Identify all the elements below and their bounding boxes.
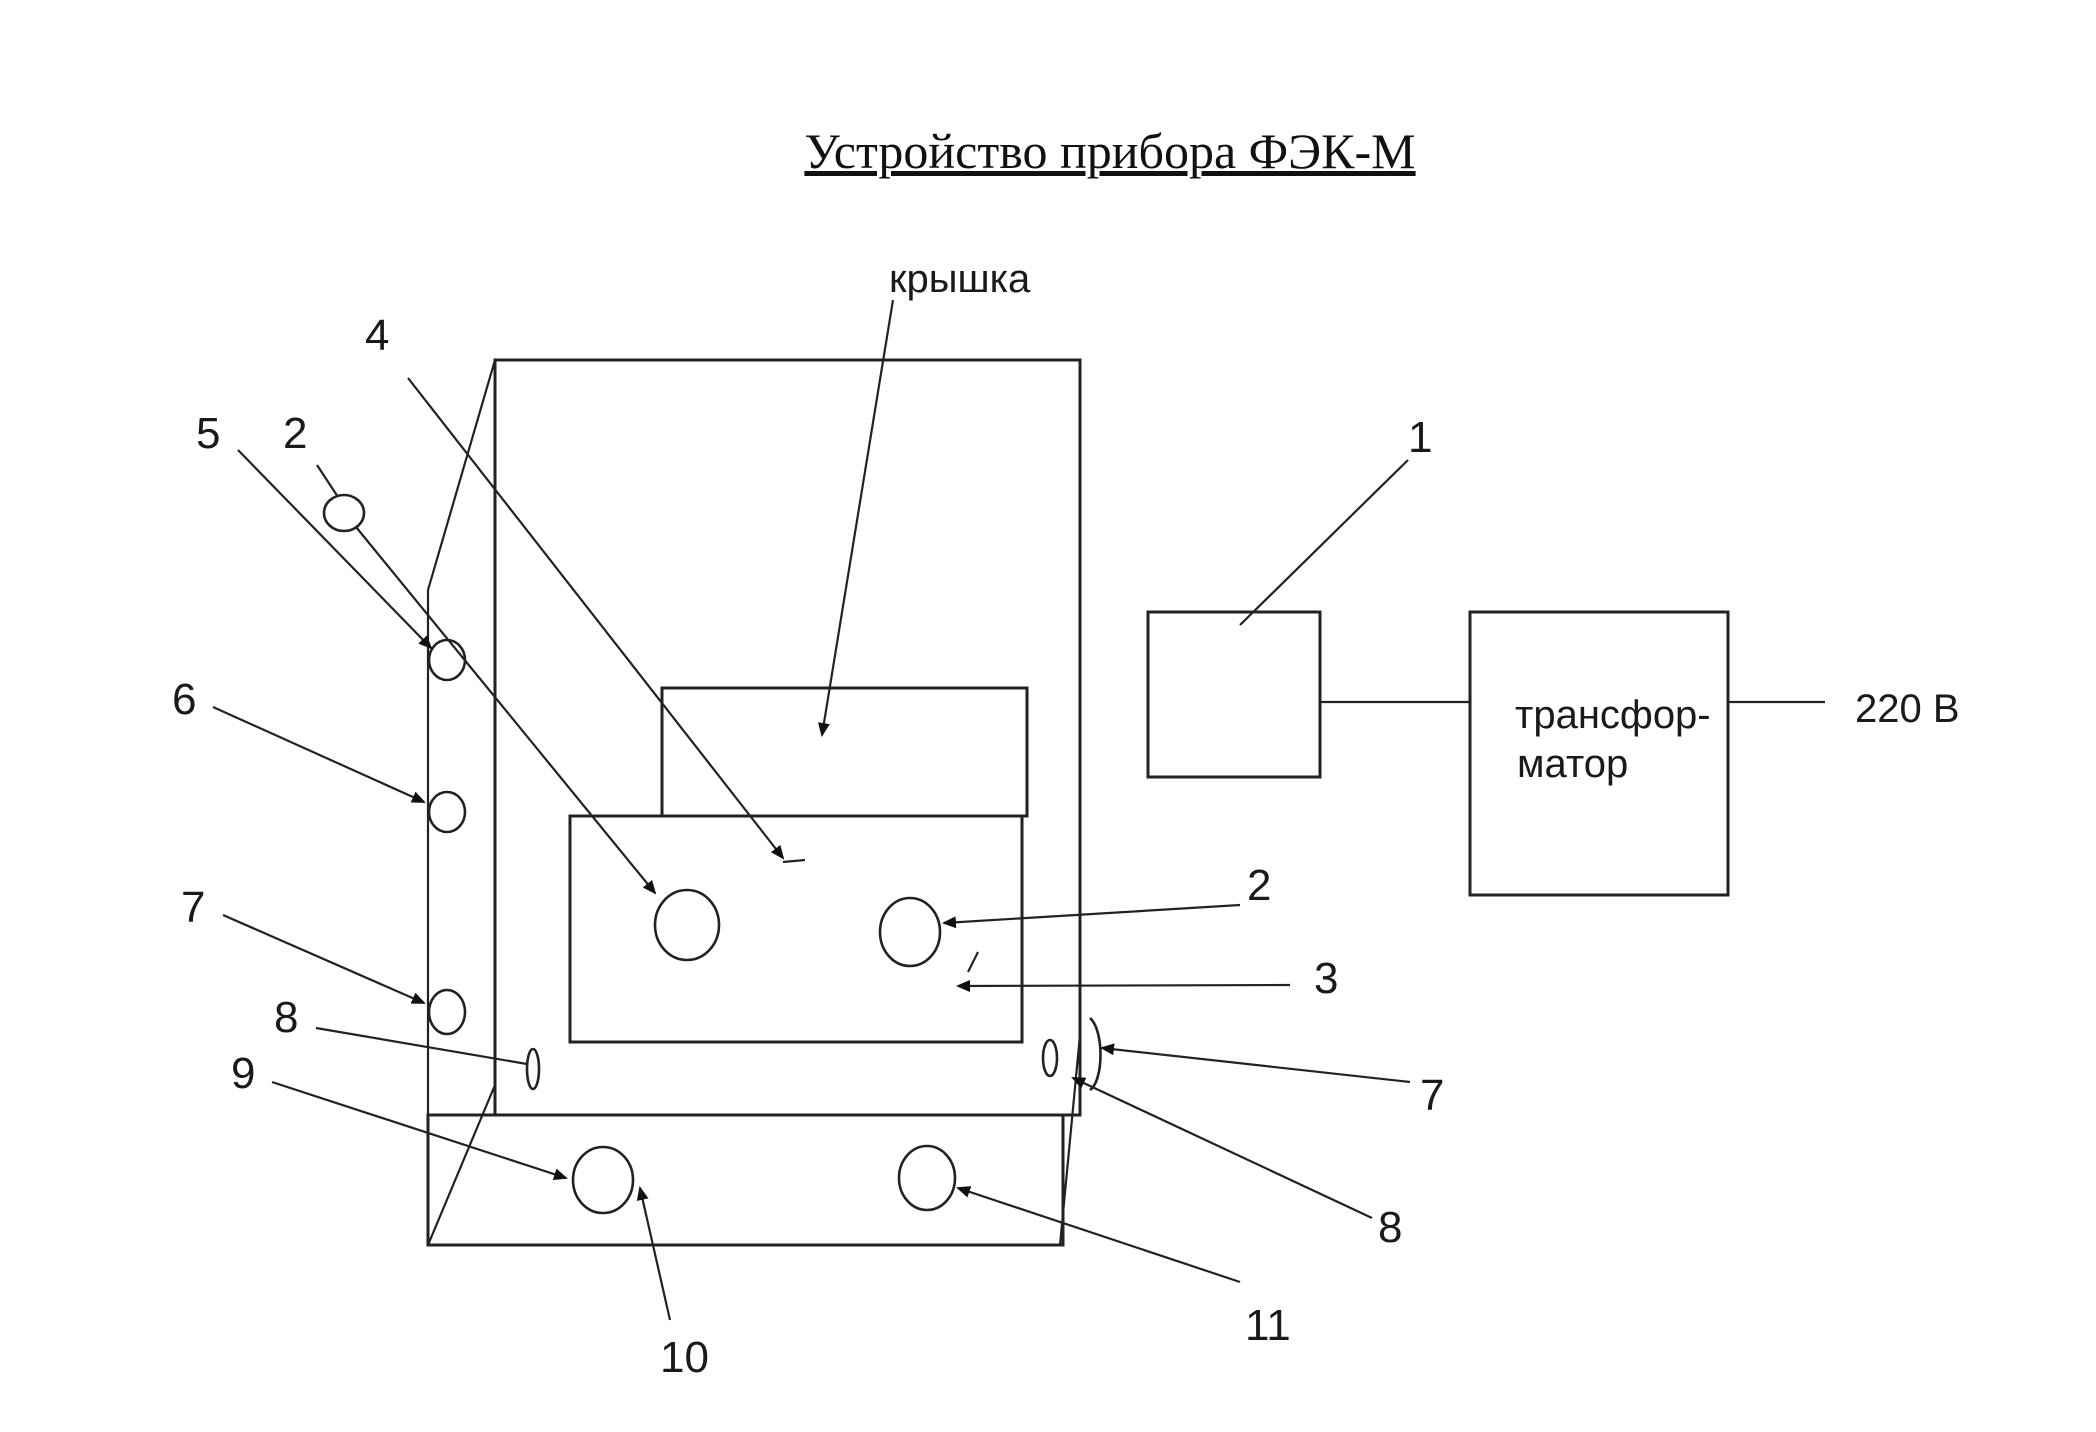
- callout-6: 6: [172, 675, 196, 724]
- device-front-panel: [493, 358, 1082, 1117]
- callout-10: 10: [660, 1333, 709, 1382]
- callout-7-right: 7: [1420, 1071, 1444, 1120]
- cuvette-compartment: [568, 814, 1024, 1044]
- arrow-10: [636, 1186, 672, 1321]
- arrow-3: [956, 979, 1291, 992]
- arrow-2-right: [942, 903, 1241, 929]
- arrow-6: [212, 705, 426, 804]
- knob-11: [897, 1144, 957, 1212]
- knob-2-top: [322, 493, 366, 533]
- transformer-block: [1468, 610, 1730, 897]
- callout-2-right: 2: [1247, 861, 1271, 910]
- indicator-8-right: [1041, 1038, 1059, 1078]
- arrow-2-left: [355, 526, 657, 895]
- voltage-label: 220 В: [1855, 687, 1960, 731]
- callout-8-left: 8: [274, 993, 298, 1042]
- power-chain: трансфор- матор 220 В: [1146, 610, 1960, 897]
- lead-2-top: [316, 464, 339, 498]
- device-side-bottom-edge: [426, 1084, 497, 1246]
- callout-8-right: 8: [1378, 1203, 1402, 1252]
- indicator-8-left: [525, 1047, 541, 1091]
- knob-6: [427, 790, 467, 834]
- callout-9: 9: [231, 1049, 255, 1098]
- leader-lines: [212, 299, 1411, 1321]
- drum-left: [653, 888, 721, 962]
- tick-4: [782, 858, 806, 864]
- block-1: [1146, 610, 1322, 779]
- diagram-title: Устройство прибора ФЭК-М: [804, 123, 1415, 179]
- arrow-11: [956, 1186, 1241, 1284]
- callout-2-top: 2: [283, 409, 307, 458]
- lid-panel: [660, 686, 1029, 818]
- tick-3: [967, 951, 979, 973]
- label-lid: крышка: [889, 257, 1031, 301]
- device-right-base-edge: [1058, 1034, 1082, 1246]
- knob-10: [571, 1145, 635, 1215]
- arrow-lid: [818, 299, 895, 737]
- arrow-5: [237, 449, 433, 650]
- knob-7-right: [1089, 1017, 1102, 1092]
- arrow-1: [1239, 459, 1409, 626]
- knob-5: [427, 638, 467, 682]
- arrow-8-right: [1071, 1077, 1373, 1219]
- callout-1: 1: [1408, 413, 1432, 462]
- arrow-4: [407, 377, 785, 860]
- device-side-top-edge: [426, 359, 497, 591]
- knob-7-left: [427, 988, 467, 1036]
- callout-4: 4: [365, 311, 389, 360]
- callout-7-left: 7: [181, 883, 205, 932]
- arrow-7-left: [222, 913, 426, 1005]
- device-body: [322, 358, 1102, 1247]
- callout-11: 11: [1245, 1301, 1291, 1350]
- transformer-label-1: трансфор-: [1515, 693, 1711, 737]
- callout-3: 3: [1314, 954, 1338, 1003]
- drum-right: [878, 896, 942, 968]
- transformer-label-2: матор: [1517, 742, 1628, 786]
- labels: крышка 1 2 2 3 4 5 6 7 7 8 8 9 10 11: [172, 257, 1444, 1382]
- arrow-9: [271, 1080, 568, 1180]
- arrow-7-right: [1100, 1043, 1411, 1084]
- device-base: [426, 1113, 1065, 1247]
- callout-5: 5: [196, 409, 220, 458]
- arrow-8-left: [315, 1026, 528, 1066]
